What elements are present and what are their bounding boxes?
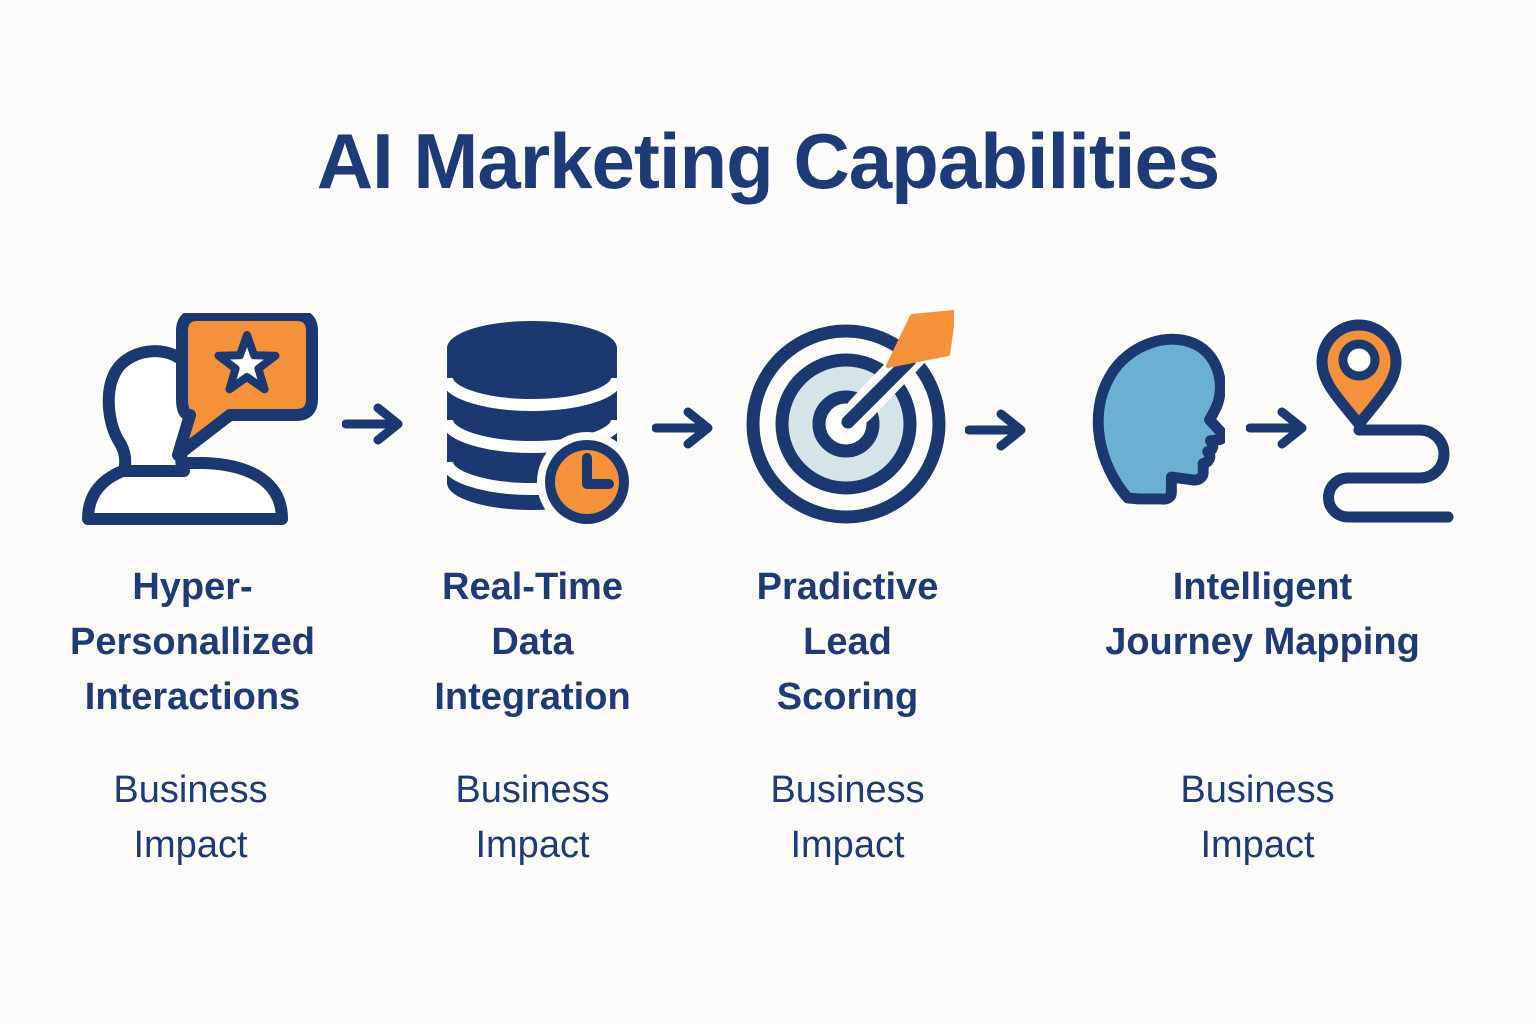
person-chat-star-icon	[80, 313, 320, 525]
right-arrow-icon	[1246, 406, 1310, 450]
page-title: AI Marketing Capabilities	[316, 117, 1221, 205]
capability-label-3: Pradictive Lead Scoring	[700, 560, 995, 725]
label-line: Personallized	[70, 621, 315, 663]
right-arrow-icon	[652, 406, 716, 450]
business-impact-label-2: Business Impact	[385, 763, 680, 873]
capability-label-4: Intelligent Journey Mapping	[1040, 560, 1485, 670]
capability-label-2: Real-Time Data Integration	[385, 560, 680, 725]
route-path-icon	[1323, 424, 1454, 523]
clock-hands-icon	[582, 453, 614, 489]
label-line: Impact	[790, 824, 905, 866]
label-line: Business	[455, 769, 610, 811]
label-line: Integration	[434, 676, 631, 718]
dart-fletching-icon	[886, 310, 954, 368]
business-impact-label-3: Business Impact	[700, 763, 995, 873]
label-line: Business	[770, 769, 925, 811]
right-arrow-icon	[965, 408, 1029, 452]
label-line: Journey Mapping	[1105, 621, 1420, 663]
label-line: Hyper-	[132, 566, 253, 608]
map-route-pin-icon	[1300, 312, 1460, 527]
head-profile-icon	[1075, 318, 1225, 518]
target-dart-icon	[742, 300, 954, 545]
label-line: Impact	[475, 824, 590, 866]
business-impact-label-4: Business Impact	[1035, 763, 1480, 873]
label-line: Interactions	[84, 676, 301, 718]
label-line: Impact	[1200, 824, 1315, 866]
label-line: Impact	[133, 824, 248, 866]
label-line: Pradictive	[756, 566, 939, 608]
label-line: Real-Time	[442, 566, 623, 608]
database-clock-icon	[445, 318, 645, 536]
label-line: Intelligent	[1172, 566, 1353, 608]
label-line: Data	[491, 621, 574, 663]
label-line: Business	[1180, 769, 1335, 811]
business-impact-label-1: Business Impact	[18, 763, 363, 873]
label-line: Lead	[803, 621, 892, 663]
label-line: Scoring	[776, 676, 919, 718]
star-icon	[214, 331, 280, 394]
capability-label-1: Hyper- Personallized Interactions	[20, 560, 365, 725]
label-line: Business	[113, 769, 268, 811]
right-arrow-icon	[342, 402, 406, 446]
